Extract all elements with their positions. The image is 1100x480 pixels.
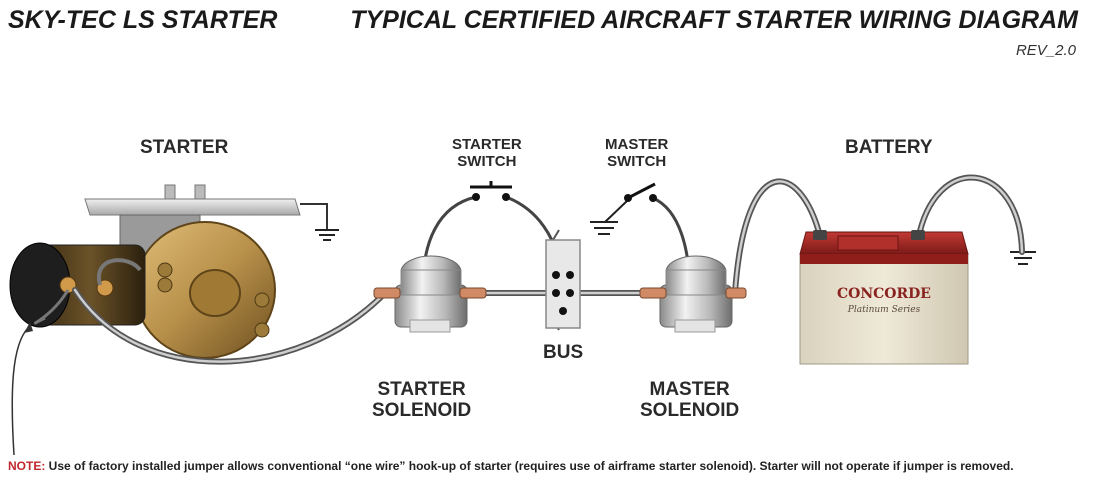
revision-label: REV_2.0 [1015,42,1076,59]
master-switch [624,182,657,202]
battery-series-text: Platinum Series [847,305,921,315]
bus-bar [545,229,581,331]
master-switch-label-line1: MASTER [605,136,669,153]
bus-label: BUS [543,342,584,363]
ground-symbol [590,199,629,235]
master-switch-label: MASTER SWITCH [605,136,669,170]
starter-solenoid-label: STARTER SOLENOID [372,379,472,422]
master-solenoid-label: MASTER SOLENOID [640,379,740,422]
starter-solenoid-label-line2: SOLENOID [372,399,472,421]
starter-switch-label-line1: STARTER [452,136,522,153]
starter-motor [9,184,328,359]
master-solenoid-label-line1: MASTER [649,379,730,400]
starter-label: STARTER [140,137,229,158]
ground-symbol [315,229,339,241]
master-switch-label-line2: SWITCH [607,152,667,170]
master-solenoid-label-line2: SOLENOID [640,399,740,421]
brand-title: SKY-TEC LS STARTER [8,6,278,34]
jumper-pointer-arrow [11,322,33,456]
battery-label: BATTERY [845,137,933,158]
starter-solenoid [373,255,487,333]
master-solenoid [639,255,747,333]
footnote-key: NOTE: [8,459,46,473]
footnote-text: Use of factory installed jumper allows c… [45,459,1014,473]
battery: CONCORDE Platinum Series [799,230,969,365]
starter-switch [470,181,512,201]
battery-brand-text: CONCORDE [837,286,931,302]
footnote: NOTE: Use of factory installed jumper al… [8,459,1014,473]
starter-switch-label-line2: SWITCH [457,152,517,170]
starter-solenoid-label-line1: STARTER [377,379,466,400]
starter-switch-label: STARTER SWITCH [452,136,522,170]
page-title: TYPICAL CERTIFIED AIRCRAFT STARTER WIRIN… [350,6,1078,34]
